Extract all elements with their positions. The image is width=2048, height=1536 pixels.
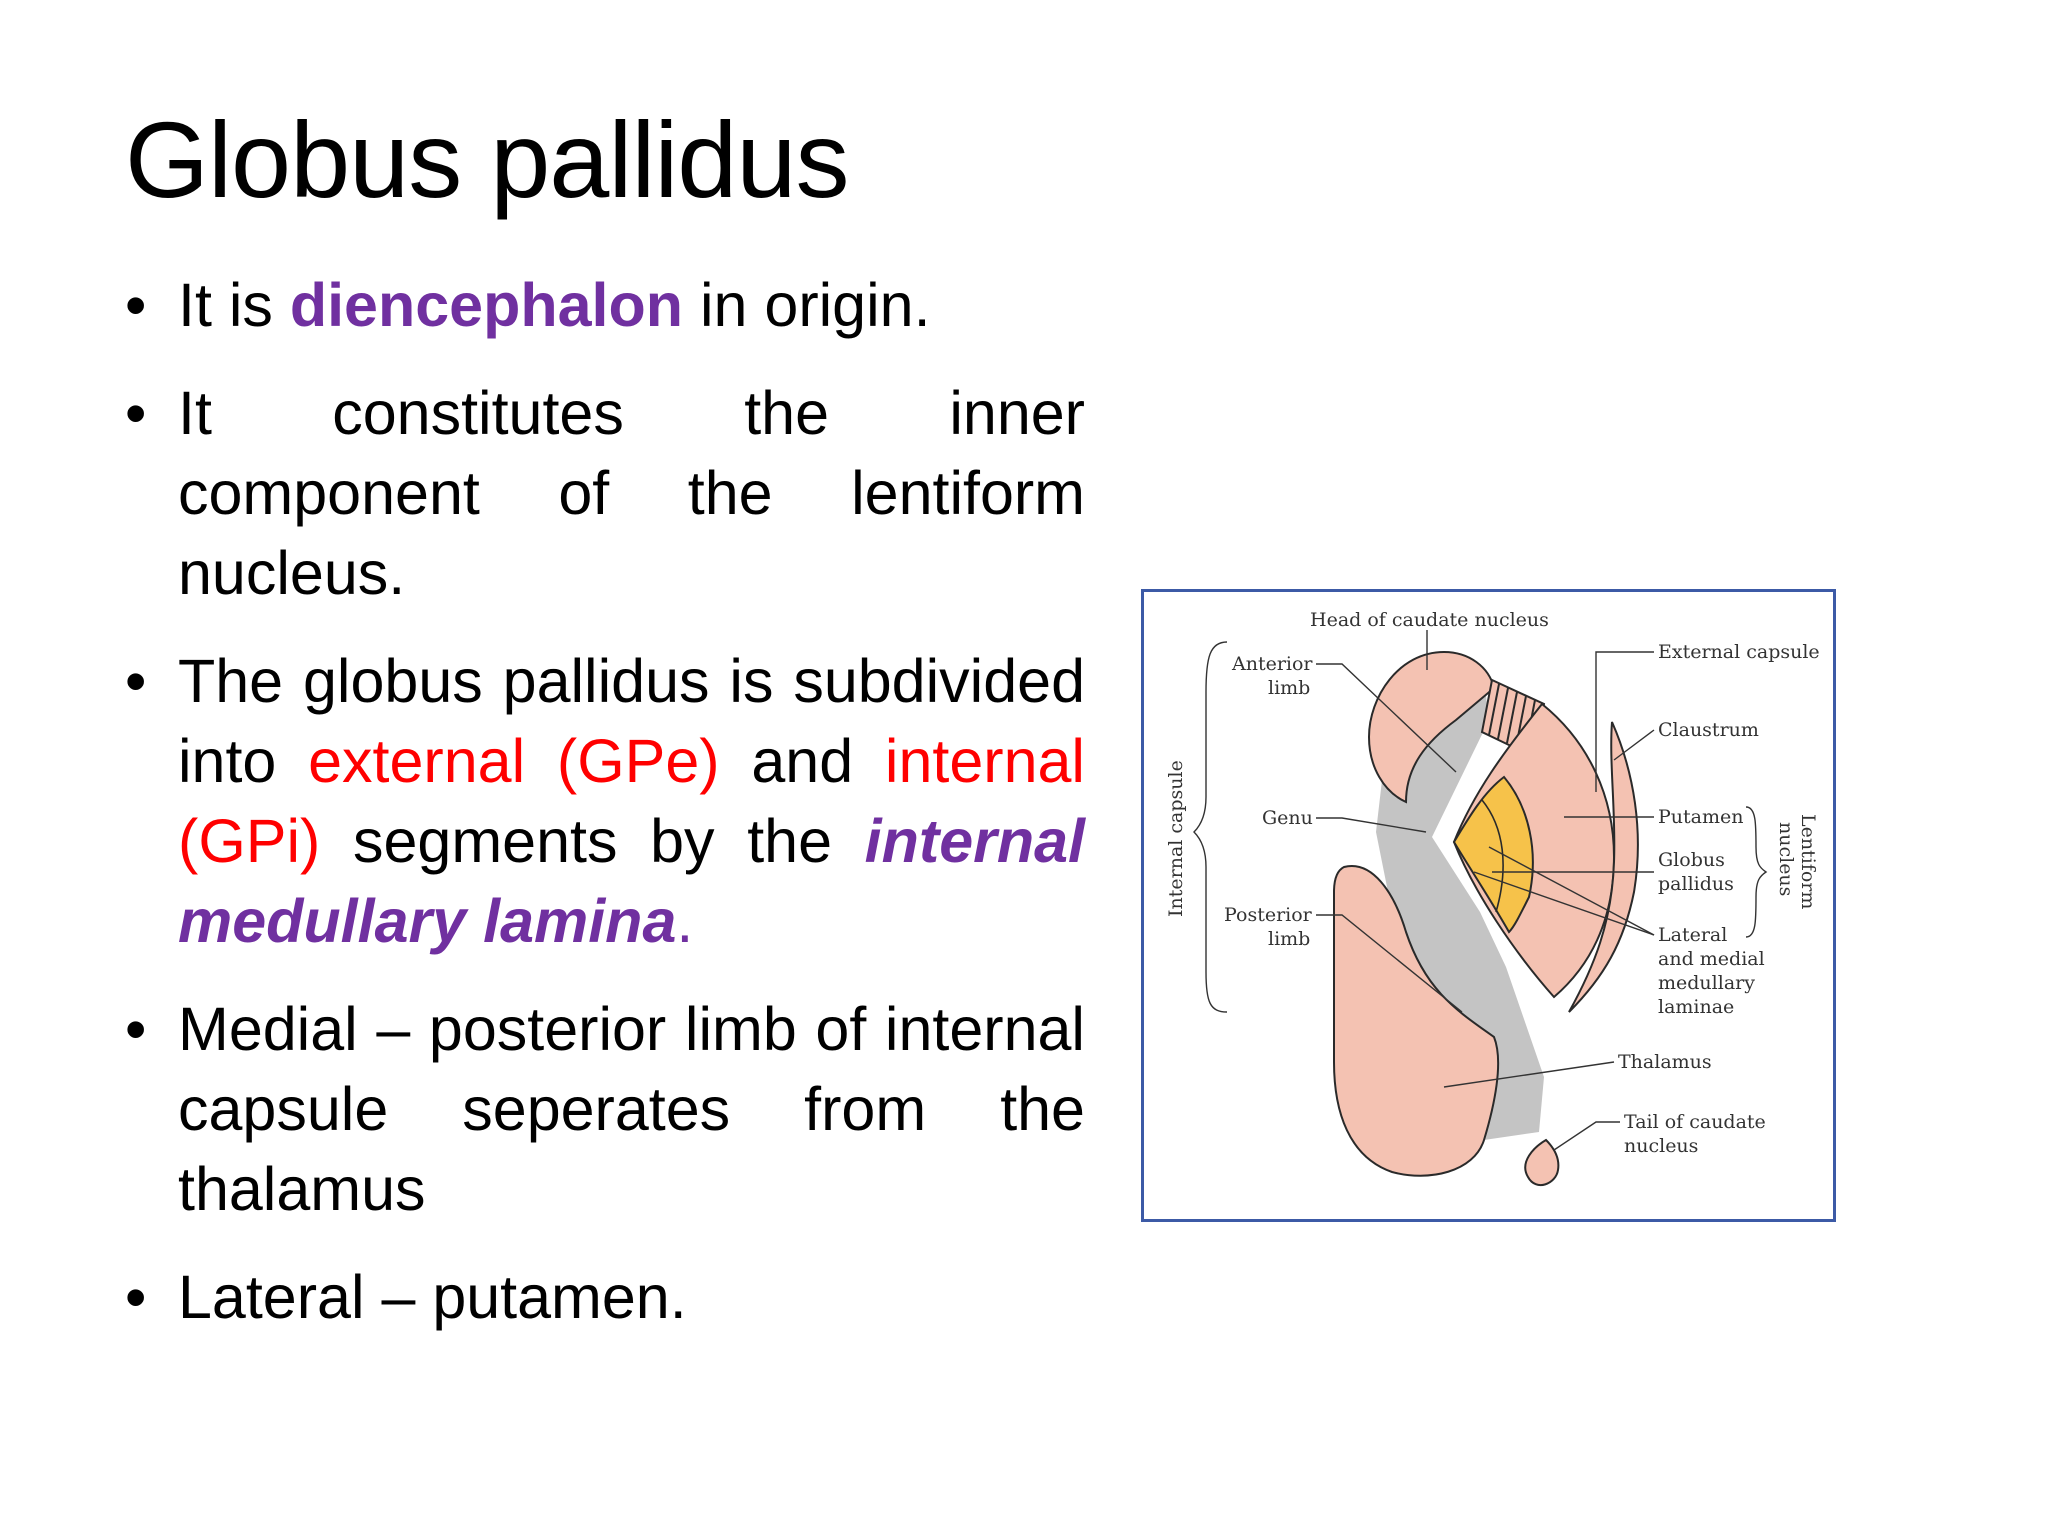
basal-ganglia-diagram: Head of caudate nucleus External capsule… bbox=[1141, 589, 1836, 1222]
label-claustrum: Claustrum bbox=[1658, 719, 1759, 741]
internal-capsule-brace bbox=[1193, 641, 1228, 1013]
bullet-text-emphasis: internal (GPi) bbox=[178, 727, 1085, 875]
bullet-text: It is bbox=[178, 271, 290, 339]
bullet-text-emphasis: diencephalon bbox=[289, 271, 684, 339]
bullet-text-emphasis: internal medullary lamina bbox=[178, 807, 1085, 955]
label-laminae: medullary bbox=[1658, 972, 1755, 994]
label-anterior-limb: limb bbox=[1268, 677, 1310, 699]
bullet-marker: • bbox=[125, 271, 147, 339]
label-anterior-limb: Anterior bbox=[1231, 653, 1313, 675]
bullet-text: and bbox=[719, 727, 885, 795]
lentiform-brace bbox=[1745, 806, 1768, 938]
label-globus-pallidus: pallidus bbox=[1658, 873, 1734, 895]
label-globus-pallidus: Globus bbox=[1658, 849, 1725, 871]
bullet-item: • It constitutes the inner component of … bbox=[125, 373, 1085, 613]
label-laminae: and medial bbox=[1658, 948, 1765, 970]
slide-title: Globus pallidus bbox=[125, 99, 849, 220]
caudate-head-shape bbox=[1367, 650, 1496, 804]
label-head-of-caudate: Head of caudate nucleus bbox=[1310, 609, 1549, 631]
bullet-text: Lateral – putamen. bbox=[178, 1263, 687, 1331]
internal-capsule-shape bbox=[1376, 680, 1544, 1140]
caudate-tail-shape bbox=[1524, 1138, 1560, 1187]
bullet-item: • It is diencephalon in origin. bbox=[125, 265, 1085, 345]
putamen-shape bbox=[1452, 702, 1616, 999]
label-internal-capsule: Internal capsule bbox=[1165, 760, 1187, 917]
bullet-text-emphasis: external (GPe) bbox=[308, 727, 720, 795]
bullet-item: • Medial – posterior limb of internal ca… bbox=[125, 989, 1085, 1229]
thalamus-shape bbox=[1333, 865, 1500, 1177]
label-lentiform-nucleus: Lentiform bbox=[1797, 814, 1819, 909]
bullet-list: • It is diencephalon in origin. • It con… bbox=[125, 265, 1085, 1365]
bullet-text: It constitutes the inner component of th… bbox=[178, 379, 1085, 607]
bullet-marker: • bbox=[125, 379, 147, 447]
bullet-marker: • bbox=[125, 647, 147, 715]
label-external-capsule: External capsule bbox=[1658, 641, 1820, 663]
label-tail-of-caudate: nucleus bbox=[1624, 1135, 1698, 1157]
bullet-text: . bbox=[676, 887, 694, 955]
bullet-marker: • bbox=[125, 995, 147, 1063]
bullet-marker: • bbox=[125, 1263, 147, 1331]
label-putamen: Putamen bbox=[1658, 806, 1743, 828]
label-tail-of-caudate: Tail of caudate bbox=[1624, 1111, 1766, 1133]
label-laminae: laminae bbox=[1658, 996, 1734, 1018]
medullary-lamina-line bbox=[1481, 799, 1504, 913]
label-thalamus: Thalamus bbox=[1618, 1051, 1712, 1073]
claustrum-shape bbox=[1568, 721, 1639, 1013]
label-posterior-limb: Posterior bbox=[1224, 904, 1313, 926]
bullet-item: • Lateral – putamen. bbox=[125, 1257, 1085, 1337]
bullet-text: Medial – posterior limb of internal caps… bbox=[178, 995, 1085, 1223]
bullet-item: • The globus pallidus is subdivided into… bbox=[125, 641, 1085, 961]
label-laminae: Lateral bbox=[1658, 924, 1727, 946]
label-posterior-limb: limb bbox=[1268, 928, 1310, 950]
bullet-text: segments by the bbox=[320, 807, 865, 875]
label-lentiform-nucleus: nucleus bbox=[1775, 822, 1797, 896]
globus-pallidus-shape bbox=[1452, 775, 1534, 934]
label-genu: Genu bbox=[1262, 807, 1313, 829]
bullet-text: The globus pallidus is subdivided into bbox=[178, 647, 1085, 795]
bullet-text: in origin. bbox=[683, 271, 931, 339]
